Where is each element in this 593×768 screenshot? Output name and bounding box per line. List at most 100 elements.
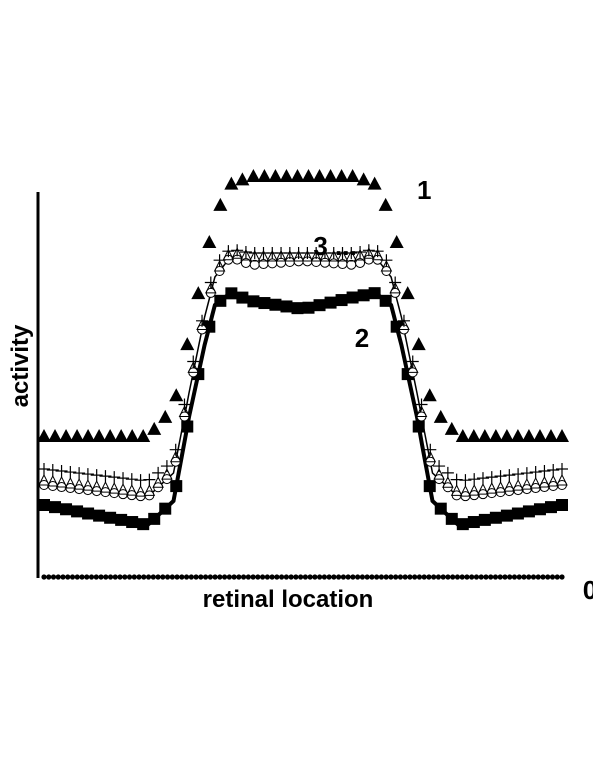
dot-point (478, 574, 484, 580)
plus-point (204, 276, 217, 289)
dot-point (473, 574, 480, 580)
plus-point (239, 245, 252, 258)
dot-point (46, 574, 52, 580)
square-point (445, 512, 458, 525)
plus-point (108, 471, 121, 484)
triangle-point (433, 409, 448, 423)
dot-point (302, 574, 308, 580)
square-point (104, 511, 117, 524)
plus-point (222, 245, 235, 258)
dot-point (435, 574, 442, 580)
dot-point (145, 574, 152, 580)
dot-point (103, 574, 109, 580)
square-point (522, 505, 535, 518)
open-triangle-point (257, 249, 270, 262)
plus-point (503, 469, 516, 482)
open-triangle-point (55, 475, 68, 488)
triangle-point (70, 429, 85, 442)
open-triangle-point (82, 478, 94, 491)
dot-point (202, 574, 209, 580)
dot-point (554, 574, 560, 580)
square-point (291, 302, 304, 315)
series-unnamed-3-open-triangle (38, 247, 568, 497)
dot-point (369, 574, 375, 580)
triangle-point (444, 421, 459, 435)
square-point (82, 507, 95, 520)
dot-point (183, 574, 190, 580)
open-triangle-point (169, 450, 182, 463)
dot-point (226, 574, 232, 580)
triangle-point (389, 235, 404, 249)
plus-point (468, 473, 481, 486)
dot-point (79, 574, 85, 580)
dot-point (88, 574, 95, 580)
dot-point (217, 574, 223, 580)
triangle-point (92, 429, 107, 442)
square-point (434, 502, 447, 515)
square-point (126, 516, 139, 529)
open-triangle-point (310, 249, 322, 262)
plus-point (406, 355, 419, 368)
plus-point (231, 244, 244, 257)
open-triangle-point (205, 281, 217, 294)
open-triangle-point (521, 477, 533, 490)
plus-point (520, 467, 533, 480)
dot-point (393, 574, 399, 580)
plus-point (143, 473, 156, 486)
triangle-point (279, 169, 294, 182)
dot-point (374, 574, 380, 580)
plus-point (441, 466, 454, 479)
dot-point (331, 574, 337, 580)
open-triangle-point (468, 484, 481, 496)
plus-point (169, 443, 182, 456)
series-1-filled-triangle (37, 169, 569, 442)
open-triangle-point (38, 473, 50, 486)
dot-point (502, 574, 508, 580)
open-triangle-point (398, 318, 410, 330)
dot-point (150, 574, 156, 580)
open-triangle-point (424, 450, 437, 463)
triangle-point (466, 429, 481, 442)
plus-point (389, 276, 402, 289)
dot-point (236, 574, 242, 580)
dot-point (402, 574, 408, 580)
plus-point (73, 467, 86, 480)
dot-point (240, 574, 247, 580)
open-triangle-point (213, 259, 226, 272)
plus-point (196, 314, 209, 327)
circle-point (249, 259, 260, 270)
circle-point (267, 258, 278, 269)
circle-point (346, 259, 357, 270)
dot-point (198, 574, 204, 580)
plus-point (538, 465, 551, 478)
dot-point (511, 574, 518, 580)
square-point (346, 291, 359, 304)
dot-point (293, 574, 299, 580)
open-triangle-point (117, 483, 129, 495)
triangle-point (532, 429, 547, 442)
dot-point (193, 574, 199, 580)
triangle-point (268, 169, 283, 182)
x-axis-label: retinal location (203, 586, 374, 613)
square-point (170, 480, 183, 493)
plus-point (178, 398, 191, 411)
square-point (500, 509, 513, 522)
square-point (533, 503, 546, 516)
dot-point (559, 574, 565, 580)
annotation-label-0: 1 (417, 175, 431, 205)
square-point (357, 289, 370, 302)
square-point (225, 287, 238, 300)
square-point (137, 518, 150, 531)
dot-point (497, 574, 503, 580)
dot-point (459, 574, 465, 580)
plus-point (485, 471, 498, 484)
dot-point (364, 574, 370, 580)
data-marks (37, 169, 569, 580)
open-triangle-point (363, 247, 375, 259)
open-triangle-point (248, 249, 261, 262)
dot-point (231, 574, 237, 580)
dot-point (122, 574, 128, 580)
square-point (280, 300, 293, 313)
series-unnamed-4-plus (38, 244, 568, 487)
open-triangle-point (345, 249, 358, 262)
